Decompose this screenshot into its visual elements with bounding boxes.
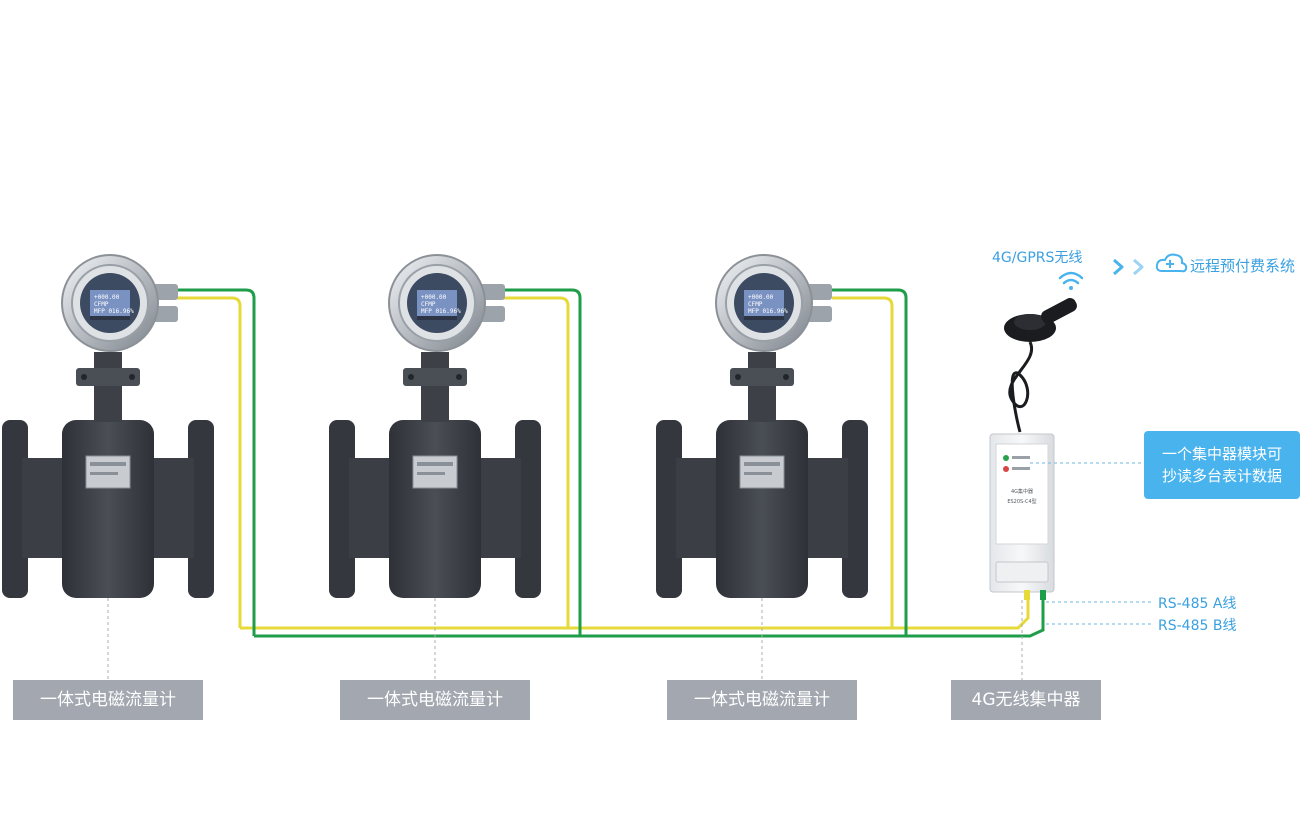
meter-2-display-line1: +000.00 <box>421 294 447 301</box>
meter-2-display-line3: MFP 016.96% <box>421 308 461 315</box>
callout-guides <box>1030 462 1152 625</box>
green-wire-meter-3 <box>832 288 908 636</box>
callout-box: 一个集中器模块可 抄读多台表计数据 <box>1144 431 1300 499</box>
label-guides <box>107 598 1023 680</box>
meter-3-display-line2: CFMP <box>748 301 763 308</box>
callout-line-2: 抄读多台表计数据 <box>1161 467 1282 485</box>
meter-1-label: 一体式电磁流量计 <box>13 680 203 720</box>
yellow-wire-meter-1 <box>176 296 242 628</box>
concentrator-device <box>989 433 1055 600</box>
callout-line-1: 一个集中器模块可 <box>1161 445 1282 463</box>
meter-2-display-line2: CFMP <box>421 301 436 308</box>
green-wire-meter-2 <box>504 288 582 636</box>
device-model-text: ES20S-C4型 <box>1007 498 1036 505</box>
rs485-a-label: RS-485 A线 <box>1158 596 1237 612</box>
remote-system-label: 远程预付费系统 <box>1190 257 1296 275</box>
meter-1-display-line2: CFMP <box>94 301 109 308</box>
green-wire-meter-1 <box>176 288 256 636</box>
yellow-wire-bus <box>240 590 1030 630</box>
meter-3-label: 一体式电磁流量计 <box>667 680 857 720</box>
green-wire-bus <box>254 590 1045 638</box>
meter-3-display-line1: +000.00 <box>748 294 774 301</box>
antenna-icon <box>1004 298 1077 433</box>
meter-1-display-line1: +000.00 <box>94 294 120 301</box>
concentrator-label: 4G无线集中器 <box>951 680 1101 720</box>
meter-2-label: 一体式电磁流量计 <box>340 680 530 720</box>
chevron-right-icon <box>1113 258 1144 276</box>
wifi-icon <box>1058 271 1084 290</box>
meter-1-display-line3: MFP 016.96% <box>94 308 134 315</box>
cloud-icon <box>1155 253 1188 273</box>
device-name-text: 4G集中器 <box>1011 488 1033 495</box>
rs485-b-label: RS-485 B线 <box>1158 618 1237 634</box>
wireless-label: 4G/GPRS无线 <box>992 250 1083 266</box>
meter-3-display-line3: MFP 016.96% <box>748 308 788 315</box>
yellow-wire-meter-3 <box>832 296 894 628</box>
yellow-wire-meter-2 <box>504 296 570 628</box>
